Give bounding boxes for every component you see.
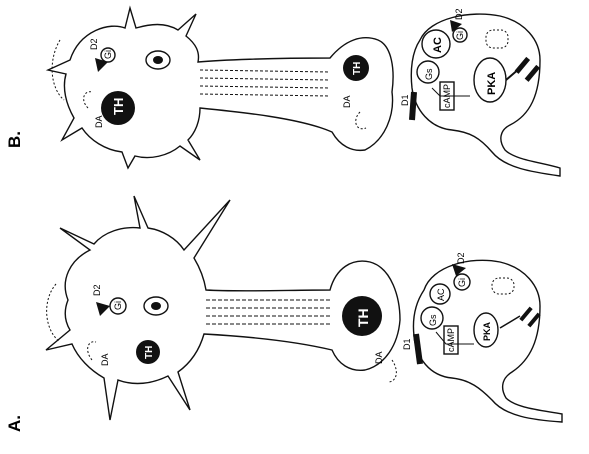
- panel-a-th-soma-label: TH: [144, 346, 155, 359]
- panel-b-gs-label: Gs: [424, 68, 434, 80]
- panel-b-th-terminal-label: TH: [352, 62, 363, 75]
- panel-a-gs-label: Gs: [428, 314, 438, 326]
- panel-b-pka-label: PKA: [486, 72, 498, 95]
- panel-a-d2-post-label: D2: [456, 252, 466, 264]
- panel-a: A. TH TH DA DA Gi D2 D1 Gs AC Gi: [5, 196, 562, 432]
- panel-b-soma: [48, 8, 393, 168]
- panel-b: B. TH TH DA DA Gi D2 D1: [5, 8, 560, 176]
- panel-a-camp-label: cAMP: [446, 328, 456, 352]
- panel-a-nucleolus: [151, 302, 161, 310]
- panel-a-gi-soma-label: Gi: [113, 301, 123, 310]
- panel-a-d1-receptor: [416, 334, 420, 364]
- panel-b-ac-label: AC: [432, 37, 444, 53]
- panel-a-gi-post-label: Gi: [457, 278, 467, 287]
- panel-b-nucleolus: [153, 56, 163, 64]
- panel-b-d1-receptor: [412, 92, 414, 120]
- panel-a-feedback-arrow: [47, 284, 60, 342]
- panel-a-d2-soma-label: D2: [92, 284, 102, 296]
- panel-b-d1-label: D1: [400, 94, 410, 106]
- panel-a-da-terminal-arrow: [388, 360, 396, 382]
- panel-b-da-terminal-label: DA: [342, 95, 352, 108]
- panel-b-da-soma-label: DA: [94, 115, 104, 128]
- panel-a-letter: A.: [5, 415, 24, 432]
- panel-a-da-terminal-label: DA: [374, 351, 384, 364]
- panel-a-d1-label: D1: [402, 338, 412, 350]
- panel-b-d2-soma-label: D2: [89, 38, 99, 50]
- panel-a-ac-label: AC: [436, 288, 446, 301]
- panel-a-pka-label: PKA: [482, 321, 492, 341]
- panel-b-gi-soma-label: Gi: [103, 50, 113, 59]
- panel-b-letter: B.: [5, 131, 24, 148]
- panel-a-da-soma-label: DA: [100, 353, 110, 366]
- panel-b-gi-post-label: Gi: [455, 31, 465, 40]
- panel-a-th-terminal-label: TH: [355, 308, 371, 327]
- panel-b-d2-post-label: D2: [454, 8, 464, 20]
- panel-b-th-soma-label: TH: [111, 98, 126, 115]
